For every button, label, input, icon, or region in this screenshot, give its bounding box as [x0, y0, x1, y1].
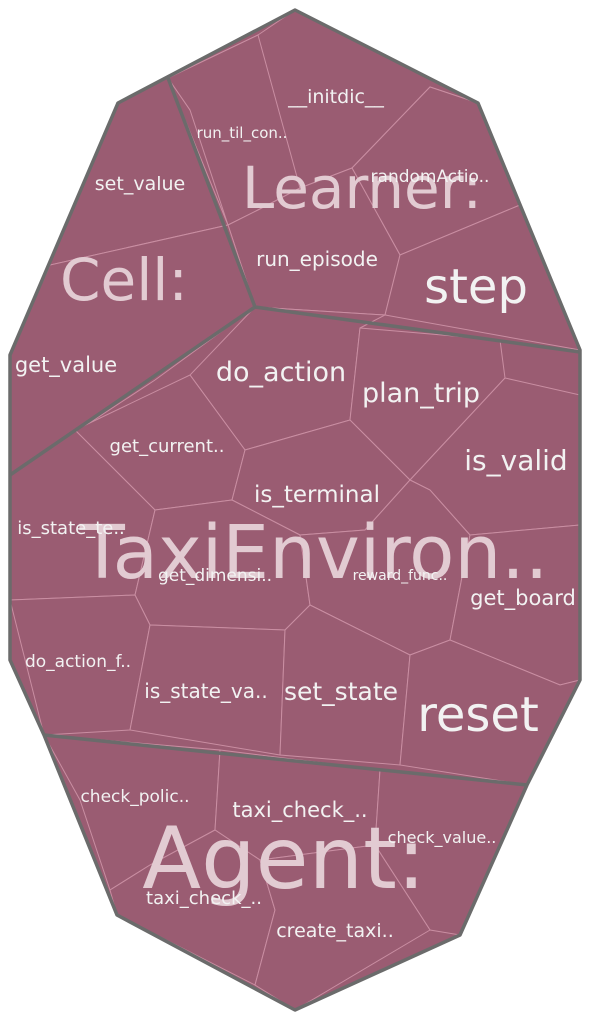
- cell-reset: [399, 639, 580, 786]
- cell-grid: [10, 10, 580, 1010]
- method-label-initdic: __initdic__: [287, 86, 384, 108]
- method-label-check-polic: check_polic..: [80, 787, 189, 807]
- method-label-get-value: get_value: [15, 353, 117, 378]
- method-label-is-state-te: is_state_te..: [17, 518, 125, 539]
- method-label-step: step: [424, 259, 528, 315]
- method-label-taxi-check-2: taxi_check_..: [146, 888, 262, 909]
- method-label-do-action: do_action: [216, 357, 346, 388]
- method-label-run-episode: run_episode: [256, 247, 378, 271]
- method-label-check-value: check_value..: [388, 828, 497, 848]
- cell-create-taxi: [254, 844, 431, 1010]
- method-labels: __initdic__ run_til_con.. randomActio.. …: [15, 86, 576, 942]
- method-label-is-state-va: is_state_va..: [144, 679, 267, 703]
- method-label-set-state: set_state: [284, 677, 398, 706]
- group-labels: Learner: Cell: TaxiEnviron.. Agent:: [60, 154, 548, 909]
- method-label-set-value: set_value: [95, 173, 185, 195]
- method-label-random-action: randomActio..: [371, 167, 490, 187]
- method-label-run-til-con: run_til_con..: [197, 124, 288, 143]
- method-label-create-taxi: create_taxi..: [276, 920, 394, 942]
- method-label-get-current: get_current..: [110, 436, 225, 457]
- group-label-learner: Learner:: [242, 154, 482, 222]
- group-boundaries: [8, 8, 582, 1012]
- method-label-is-valid: is_valid: [464, 444, 567, 477]
- method-label-do-action-f: do_action_f..: [25, 652, 131, 672]
- group-label-taxi-environment: TaxiEnviron..: [79, 510, 549, 596]
- method-label-get-dimensi: get_dimensi..: [158, 566, 272, 586]
- method-label-reset: reset: [417, 687, 539, 743]
- method-label-is-terminal: is_terminal: [254, 482, 380, 508]
- method-label-plan-trip: plan_trip: [362, 378, 480, 409]
- cell-step: [384, 204, 580, 351]
- group-label-agent: Agent:: [142, 809, 426, 909]
- method-label-reward-func: reward_func..: [353, 568, 448, 584]
- method-label-get-board: get_board: [470, 586, 576, 611]
- method-label-taxi-check-1: taxi_check_..: [232, 798, 367, 823]
- group-label-cell: Cell:: [60, 246, 188, 314]
